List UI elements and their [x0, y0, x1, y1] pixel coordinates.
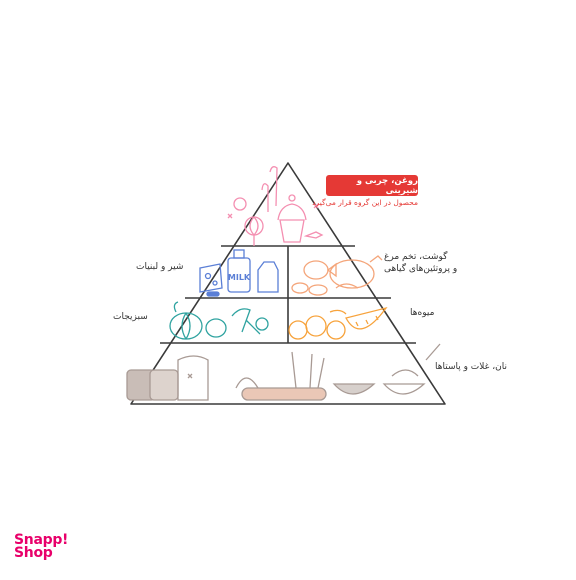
candy-cane-icon	[269, 166, 278, 207]
yogurt-icon	[206, 291, 220, 297]
wrapped-candy-icon	[303, 231, 324, 239]
apple-icon	[305, 315, 327, 337]
fruits-illustration	[288, 306, 388, 340]
wheat-stalks-icon	[291, 351, 325, 389]
fish-icon	[303, 260, 329, 280]
croissant-icon	[235, 377, 259, 389]
protein-illustration	[291, 255, 383, 296]
sparkle-icon	[227, 213, 233, 219]
milk-carton-icon	[257, 261, 279, 293]
watermelon-seeds	[355, 315, 379, 327]
milk-label: MILK	[228, 273, 251, 282]
sausage-icon	[335, 283, 359, 289]
sparkle-icon-2	[313, 203, 319, 209]
pasta-noodles	[391, 369, 419, 377]
roast-chicken-icon	[329, 259, 375, 289]
snappshop-logo: Snapp! Shop	[14, 532, 69, 561]
bread-loaf-icon-2	[149, 369, 179, 401]
beans-icon	[308, 284, 328, 296]
cupcake-frosting	[277, 203, 307, 221]
cheese-hole	[204, 272, 212, 280]
cherry-icon	[288, 194, 296, 202]
leaf-icon	[173, 301, 179, 313]
pyramid-outline	[130, 162, 446, 405]
drumstick-icon	[369, 255, 383, 263]
donut-icon	[233, 197, 247, 211]
flour-sack-icon	[177, 355, 209, 401]
candy-cane-icon-2	[261, 183, 269, 212]
pumpkin-ribs	[181, 312, 191, 340]
cheese-hole-2	[212, 280, 218, 286]
label-dairy: شیر و لبنیات	[136, 262, 184, 272]
label-grains: نان، غلات و پاستاها	[435, 362, 507, 372]
sweets-illustration	[227, 166, 324, 246]
chopsticks-icon	[425, 343, 441, 361]
top-tier-title-badge: روغن، چربی و شیرینی	[326, 175, 418, 196]
pyramid-triangle	[130, 162, 446, 405]
leek-icon	[245, 319, 261, 335]
baguette-icon	[241, 387, 327, 401]
milk-bottle-cap	[233, 249, 245, 259]
radish-icon	[255, 317, 269, 331]
grains-illustration	[126, 343, 441, 401]
flour-sack-mark	[187, 373, 193, 379]
vegetables-illustration	[169, 301, 269, 340]
lollipop-swirl	[249, 216, 259, 236]
watermelon-slice-icon	[345, 306, 388, 330]
label-protein-line1: گوشت، تخم مرغ	[384, 252, 448, 262]
peach-icon	[326, 320, 346, 340]
cupcake-icon	[279, 219, 305, 243]
banana-icon	[329, 309, 347, 315]
fish-tail	[326, 262, 337, 278]
top-tier-subtitle: محصول در این گروه قرار می‌گیرد	[312, 198, 418, 207]
logo-line-2: Shop	[14, 545, 53, 561]
label-protein-line2: و پروتئین‌های گیاهی	[384, 264, 458, 274]
eggplant-icon	[205, 318, 227, 338]
logo-line-1: Snapp!	[14, 532, 69, 548]
dairy-illustration	[199, 249, 279, 297]
cheese-icon	[199, 263, 223, 293]
pasta-bowl-icon	[382, 383, 426, 395]
label-fruits: میوه‌ها	[410, 308, 435, 318]
rice-bowl-icon	[332, 383, 376, 395]
label-vegetables: سبزیجات	[113, 312, 148, 322]
pumpkin-icon	[169, 312, 203, 340]
carrot-icon	[231, 308, 251, 333]
orange-icon	[288, 320, 308, 340]
egg-icon	[291, 282, 309, 294]
